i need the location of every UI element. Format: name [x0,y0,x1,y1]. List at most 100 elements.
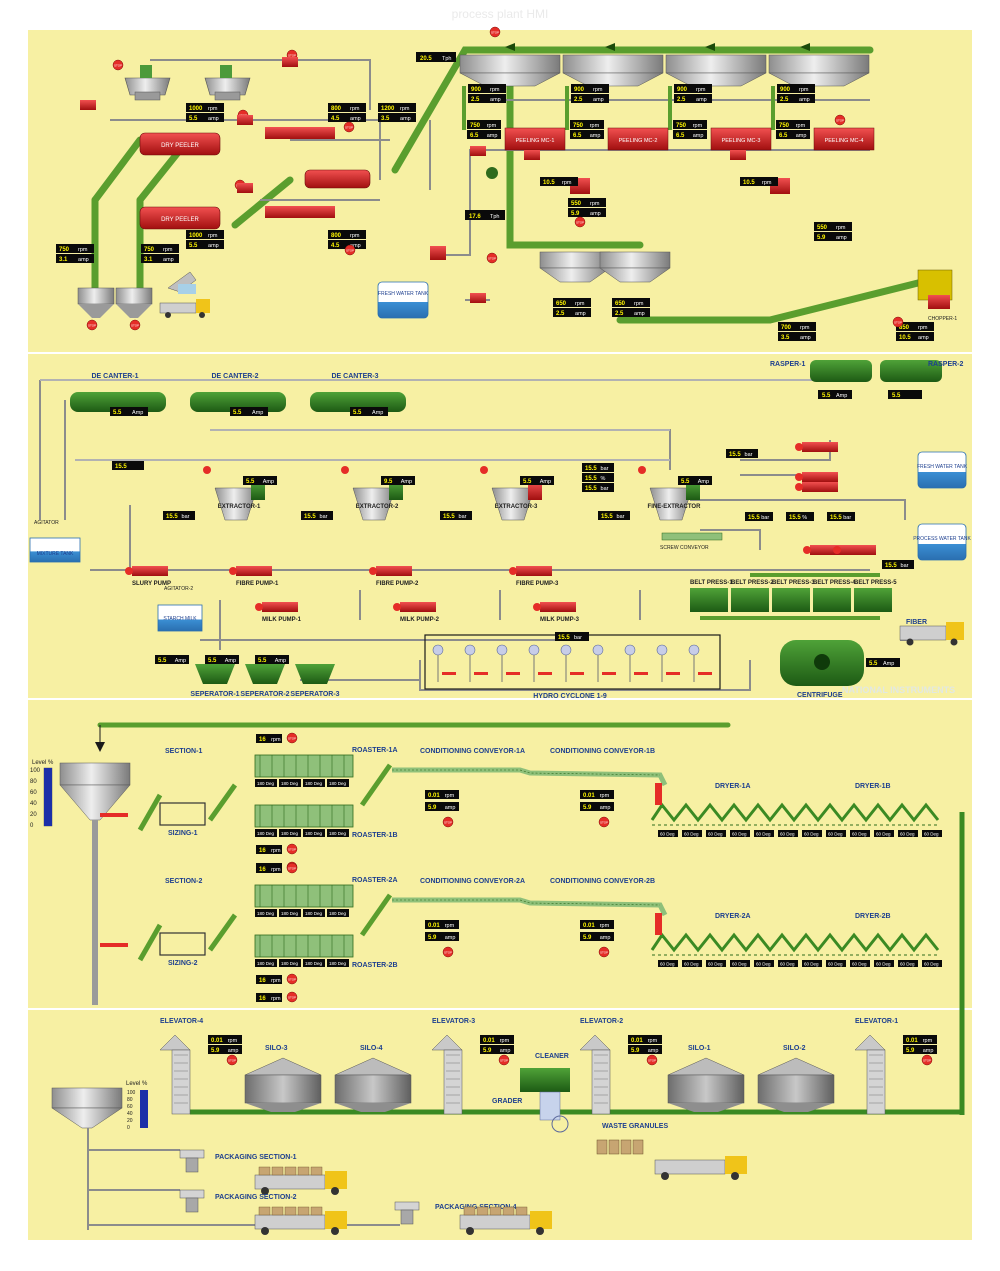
water-pump-2[interactable] [795,472,838,482]
elevator-3-stop[interactable]: STOP [498,1054,510,1066]
stop-button-s1-8[interactable]: STOP [486,252,498,264]
belt-press-3[interactable]: BELT PRESS-3 [772,580,815,612]
elevator-3[interactable]: ELEVATOR-3 [431,1018,475,1115]
roaster-stop-1-b-icon[interactable] [286,843,298,855]
stop-button-s1-1[interactable]: STOP [112,59,124,71]
stop-button-s1-9-icon[interactable] [574,216,586,228]
separator-1[interactable]: SEPERATOR-1 [190,664,240,698]
elevator-1-stop[interactable]: STOP [921,1054,933,1066]
rasper-2[interactable]: RASPER-2 [880,360,964,382]
stop-button-s1-5[interactable]: STOP [489,26,501,38]
stop-button-s1-11-icon[interactable] [892,316,904,328]
stop-button-s1-10-icon[interactable] [834,114,846,126]
elevator-4[interactable]: ELEVATOR-4 [159,1018,203,1115]
motor-icon-s1-7[interactable] [730,150,746,160]
conveyor-stop-2-icon[interactable] [598,816,610,828]
stop-button-s1-9[interactable]: STOP [574,216,586,228]
motor-icon-s1-2[interactable] [282,57,298,67]
separator-2[interactable]: SEPERATOR-2 [240,664,290,698]
belt-press-1[interactable]: BELT PRESS-1 [690,580,733,612]
elevator-2-stop-icon[interactable] [646,1054,658,1066]
fine-extractor[interactable]: FINE-EXTRACTOR [638,466,701,521]
stop-button-s1-12-icon[interactable] [86,319,98,331]
packaging-machine-3[interactable] [394,1201,420,1225]
stop-button-s1-6[interactable]: STOP [343,121,355,133]
stop-button-s1-10[interactable]: STOP [834,114,846,126]
elevator-2-stop[interactable]: STOP [646,1054,658,1066]
elevator-1-stop-icon[interactable] [921,1054,933,1066]
fibre-pump-1[interactable]: FIBRE PUMP-1 [229,566,279,587]
roaster-stop-2-a-icon[interactable] [286,862,298,874]
elevator-2[interactable]: ELEVATOR-2 [579,1018,623,1115]
chopper-machine[interactable]: CHOPPER-1 [917,269,957,322]
conveyor-stop-3[interactable]: STOP [442,946,454,958]
packaging-machine-1[interactable] [179,1149,205,1173]
separator-3[interactable]: SEPERATOR-3 [290,664,340,698]
elevator-4-stop-icon[interactable] [226,1054,238,1066]
roaster-stop-1-a-icon[interactable] [286,732,298,744]
stop-button-s1-7-icon[interactable] [344,244,356,256]
water-pump-3[interactable] [795,482,838,492]
milk-pump-1[interactable]: MILK PUMP-1 [255,602,302,623]
peeling-machine-3[interactable]: PEELING MC-3 [710,127,772,151]
slurry-pump[interactable]: SLURY PUMP [125,566,171,587]
extractor-3[interactable]: EXTRACTOR-3 [480,466,542,521]
dry-peeler-2[interactable]: DRY PEELER [139,206,221,230]
centrifuge[interactable]: CENTRIFUGE 5.5 Amp [780,640,900,699]
fine-extractor-valve-icon[interactable] [638,466,646,474]
conveyor-stop-4-icon[interactable] [598,946,610,958]
stop-button-s1-6-icon[interactable] [343,121,355,133]
dry-peeler-3[interactable] [304,169,371,189]
elevator-3-stop-icon[interactable] [498,1054,510,1066]
belt-press-5[interactable]: BELT PRESS-5 [854,580,897,612]
peeling-machine-1[interactable]: PEELING MC-1 [504,127,566,151]
roaster-stop-2-b-icon[interactable] [286,973,298,985]
motor-icon-s1-1[interactable] [80,100,96,110]
screw-feeder-1[interactable] [265,127,335,139]
motor-icon-s1-6[interactable] [524,150,540,160]
stop-button-s1-13[interactable]: STOP [129,319,141,331]
packaging-machine-2[interactable] [179,1189,205,1213]
peeling-machine-2[interactable]: PEELING MC-2 [607,127,669,151]
water-pump-1[interactable] [795,442,838,452]
milk-pump-3[interactable]: MILK PUMP-3 [533,602,580,623]
belt-press-4[interactable]: BELT PRESS-4 [813,580,856,612]
extractor-2-valve-icon[interactable] [341,466,349,474]
motor-icon-s1-4[interactable] [237,183,253,193]
stop-button-s1-5-icon[interactable] [489,26,501,38]
fibre-pump-2[interactable]: FIBRE PUMP-2 [369,566,419,587]
elevator-4-stop[interactable]: STOP [226,1054,238,1066]
roaster-stop-1-a[interactable]: STOP [286,732,298,744]
conveyor-stop-4[interactable]: STOP [598,946,610,958]
screw-feeder-2[interactable] [265,206,335,218]
motor-icon-s1-5[interactable] [470,146,486,156]
conveyor-stop-3-icon[interactable] [442,946,454,958]
belt-press-2[interactable]: BELT PRESS-2 [731,580,774,612]
milk-pump-2[interactable]: MILK PUMP-2 [393,602,440,623]
extractor-1-valve-icon[interactable] [203,466,211,474]
extractor-1[interactable]: EXTRACTOR-1 [203,466,265,521]
roaster-stop-2-a[interactable]: STOP [286,862,298,874]
peeling-machine-4[interactable]: PEELING MC-4 [813,127,875,151]
stop-button-s1-12[interactable]: STOP [86,319,98,331]
roaster-stop-2-c[interactable]: STOP [286,991,298,1003]
roaster-stop-1-b[interactable]: STOP [286,843,298,855]
extractor-3-valve-icon[interactable] [480,466,488,474]
cleaner-grader[interactable] [520,1068,570,1133]
stop-button-s1-13-icon[interactable] [129,319,141,331]
dry-peeler-1[interactable]: DRY PEELER [139,132,221,156]
fibre-pump-3[interactable]: FIBRE PUMP-3 [509,566,559,587]
roaster-stop-2-b[interactable]: STOP [286,973,298,985]
process-pump-2[interactable] [833,545,876,555]
motor-icon-s1-8[interactable] [470,293,486,303]
stop-button-s1-11[interactable]: STOP [892,316,904,328]
conveyor-stop-1[interactable]: STOP [442,816,454,828]
conveyor-stop-2[interactable]: STOP [598,816,610,828]
stop-button-s1-1-icon[interactable] [112,59,124,71]
stop-button-s1-7[interactable]: STOP [344,244,356,256]
conveyor-stop-1-icon[interactable] [442,816,454,828]
elevator-1[interactable]: ELEVATOR-1 [854,1018,898,1115]
